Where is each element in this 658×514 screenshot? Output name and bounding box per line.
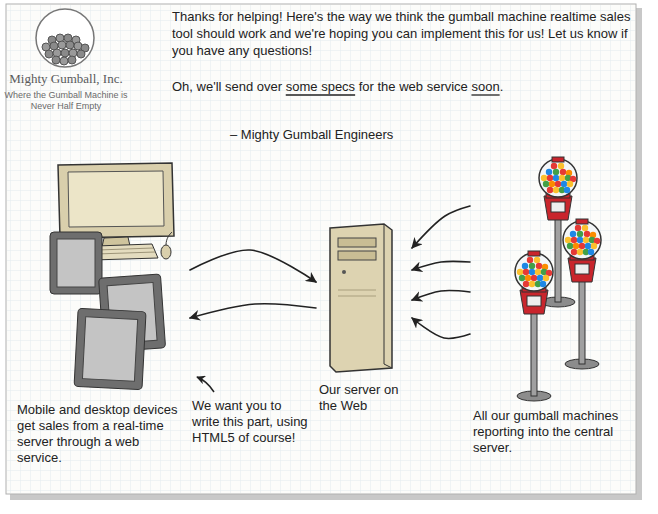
- note-text: Where the Gumball Machine is Never Half …: [4, 90, 128, 112]
- desktop-computer: [161, 245, 171, 259]
- web-server: [342, 270, 346, 274]
- leader-arrow: [197, 377, 214, 392]
- tablet: [74, 308, 146, 389]
- tablet: [50, 232, 102, 294]
- note-text: Mighty Gumball, Inc.: [3, 71, 129, 87]
- underline: [471, 94, 499, 95]
- node-caption: All our gumball machines reporting into …: [473, 408, 633, 456]
- desktop-computer: [96, 248, 155, 254]
- company-logo: [45, 50, 53, 58]
- node-caption: Mobile and desktop devices get sales fro…: [17, 402, 187, 466]
- company-logo: [68, 56, 76, 64]
- web-server: [338, 290, 376, 296]
- company-logo: [60, 57, 68, 65]
- flow-arrow: [412, 261, 470, 270]
- note-text: We want you to write this part, using HT…: [192, 398, 310, 446]
- note-text: Oh, we'll send over some specs for the w…: [172, 78, 634, 95]
- desktop-computer: [68, 171, 164, 227]
- flow-arrow: [412, 318, 470, 338]
- company-logo: [36, 9, 94, 67]
- flow-arrow: [412, 291, 470, 300]
- web-server: [338, 238, 376, 247]
- note-text: – Mighty Gumball Engineers: [230, 126, 530, 143]
- company-logo: [66, 41, 74, 49]
- flow-arrow: [190, 304, 316, 318]
- tablet: [74, 308, 146, 389]
- gumball-machine: [563, 219, 601, 369]
- company-logo: [61, 49, 69, 57]
- illustration-group: Mobile and desktop devices get sales fro…: [14, 150, 190, 472]
- company-logo: [36, 9, 94, 67]
- tablet: [82, 317, 137, 382]
- web-server: [330, 224, 392, 372]
- tablet: [57, 239, 95, 287]
- note-text: Thanks for helping! Here's the way we th…: [172, 8, 634, 59]
- company-logo: [52, 56, 60, 64]
- company-logo: [77, 50, 85, 58]
- tablet: [50, 232, 102, 294]
- underline: [286, 94, 355, 95]
- illustration-group: Our server on the Web: [316, 222, 412, 420]
- connector-group: [190, 206, 470, 338]
- underline-group: [286, 95, 500, 96]
- web-server: [384, 224, 392, 368]
- company-logo: [58, 41, 66, 49]
- desktop-computer: [58, 163, 174, 238]
- web-server: [330, 224, 392, 372]
- desktop-computer: [166, 232, 172, 245]
- web-server: [338, 251, 376, 260]
- illustration-group: All our gumball machines reporting into …: [470, 150, 636, 462]
- node-caption: Our server on the Web: [319, 382, 409, 414]
- flow-arrow: [190, 250, 316, 282]
- flow-arrow: [412, 206, 470, 248]
- gumball-machine: [515, 251, 553, 401]
